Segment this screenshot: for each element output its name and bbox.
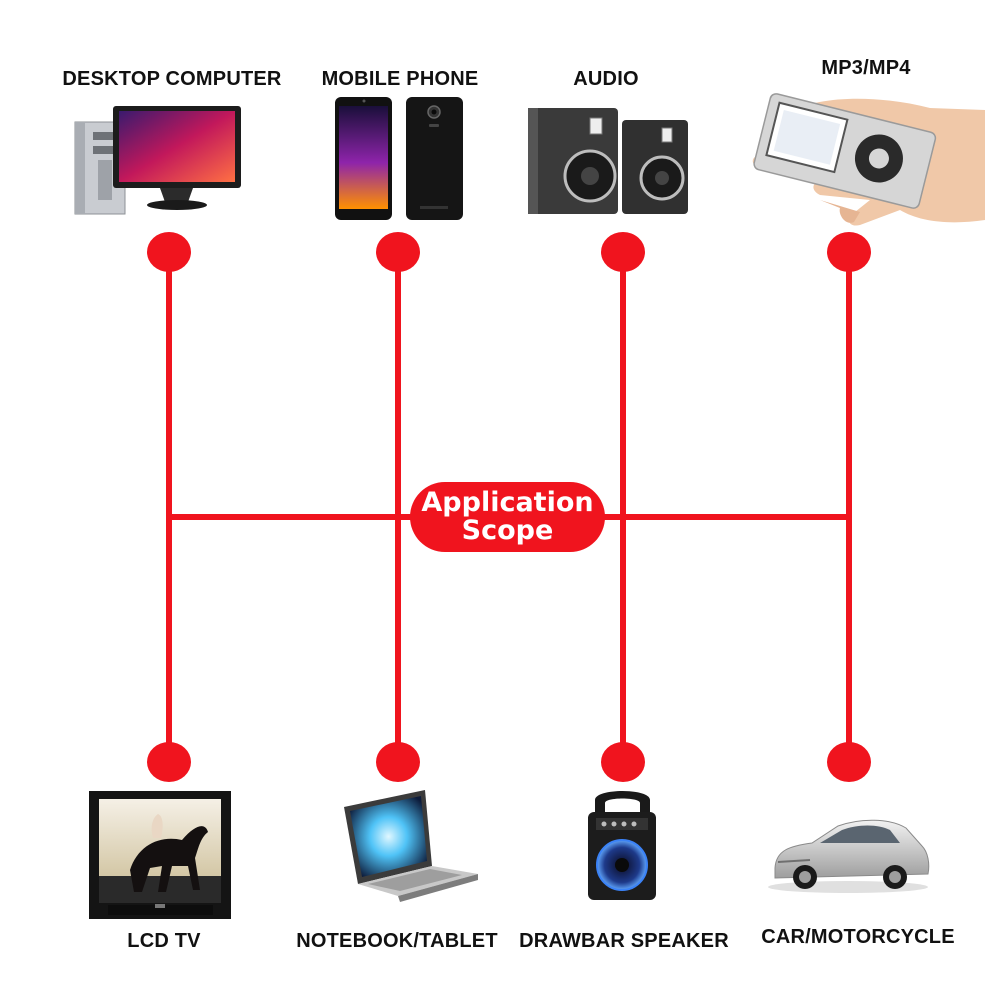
label-mp3-mp4: MP3/MP4: [821, 57, 911, 79]
label-notebook-tablet: NOTEBOOK/TABLET: [296, 930, 498, 952]
node-dot-mp3: [827, 232, 871, 272]
label-desktop-computer: DESKTOP COMPUTER: [62, 68, 282, 90]
node-dot-tv: [147, 742, 191, 782]
desktop-computer-icon: [74, 106, 241, 215]
label-drawbar-speaker: DRAWBAR SPEAKER: [519, 930, 729, 952]
node-dot-notebook: [376, 742, 420, 782]
connector-lines: [166, 249, 852, 765]
node-dot-desktop: [147, 232, 191, 272]
hub-pill: [410, 482, 605, 552]
node-dot-car: [827, 742, 871, 782]
label-audio: AUDIO: [573, 68, 639, 90]
label-lcd-tv: LCD TV: [127, 930, 201, 952]
car-icon: [768, 819, 930, 893]
drawbar-speaker-icon: [588, 791, 656, 900]
node-dot-audio: [601, 232, 645, 272]
node-dot-phone: [376, 232, 420, 272]
label-mobile-phone: MOBILE PHONE: [321, 68, 479, 90]
label-car-motorcycle: CAR/MOTORCYCLE: [761, 926, 955, 948]
mp3-player-icon: [752, 93, 985, 226]
laptop-icon: [344, 790, 478, 902]
node-dot-drawbar: [601, 742, 645, 782]
lcd-tv-icon: [89, 791, 231, 919]
speakers-icon: [528, 108, 688, 214]
mobile-phone-icon: [335, 97, 463, 220]
node-dots: [147, 232, 871, 782]
